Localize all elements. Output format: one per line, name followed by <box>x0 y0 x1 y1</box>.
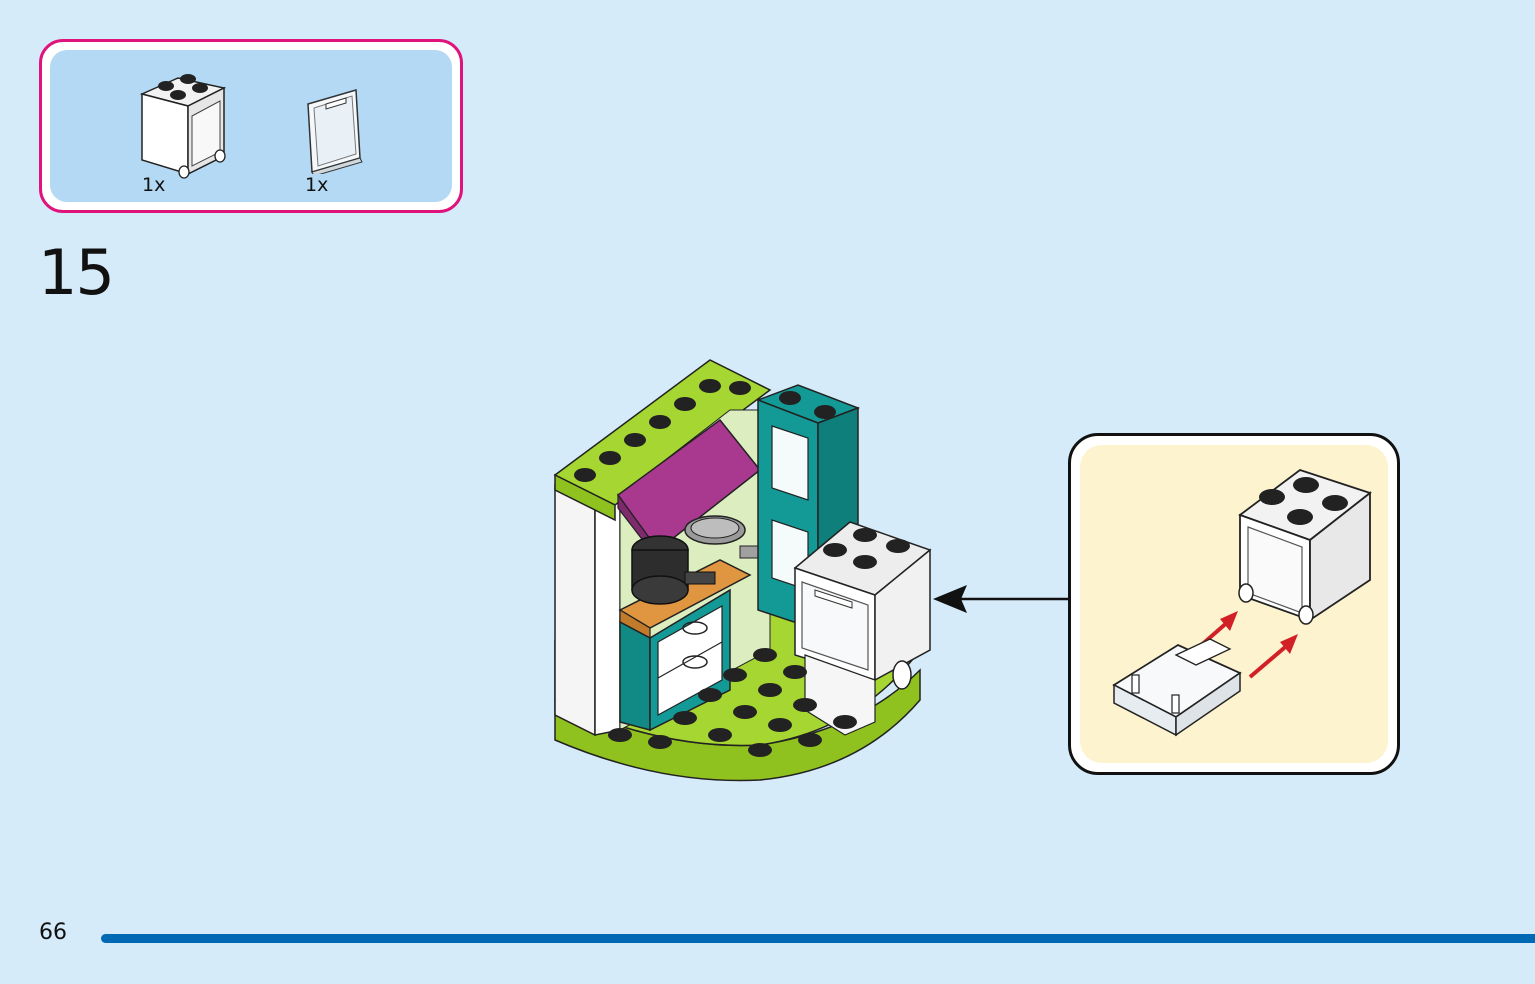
page-number: 66 <box>39 920 67 945</box>
step-number: 15 <box>38 236 115 309</box>
callout-inner <box>1080 445 1388 763</box>
cupboard-2x2x2-icon <box>139 74 227 179</box>
callout-pointer-arrow-icon <box>933 585 1070 613</box>
parts-list-panel: 1x 1x <box>39 39 463 213</box>
part-qty-door: 1x <box>305 174 329 196</box>
footer-bar <box>101 934 1535 943</box>
cupboard-door-icon <box>307 89 363 174</box>
callout-panel <box>1068 433 1400 775</box>
cupboard-door-assembly-icon <box>1112 468 1372 737</box>
parts-list-inner: 1x 1x <box>50 50 452 202</box>
part-qty-cupboard: 1x <box>142 174 166 196</box>
kitchen-model-illustration <box>553 359 932 782</box>
